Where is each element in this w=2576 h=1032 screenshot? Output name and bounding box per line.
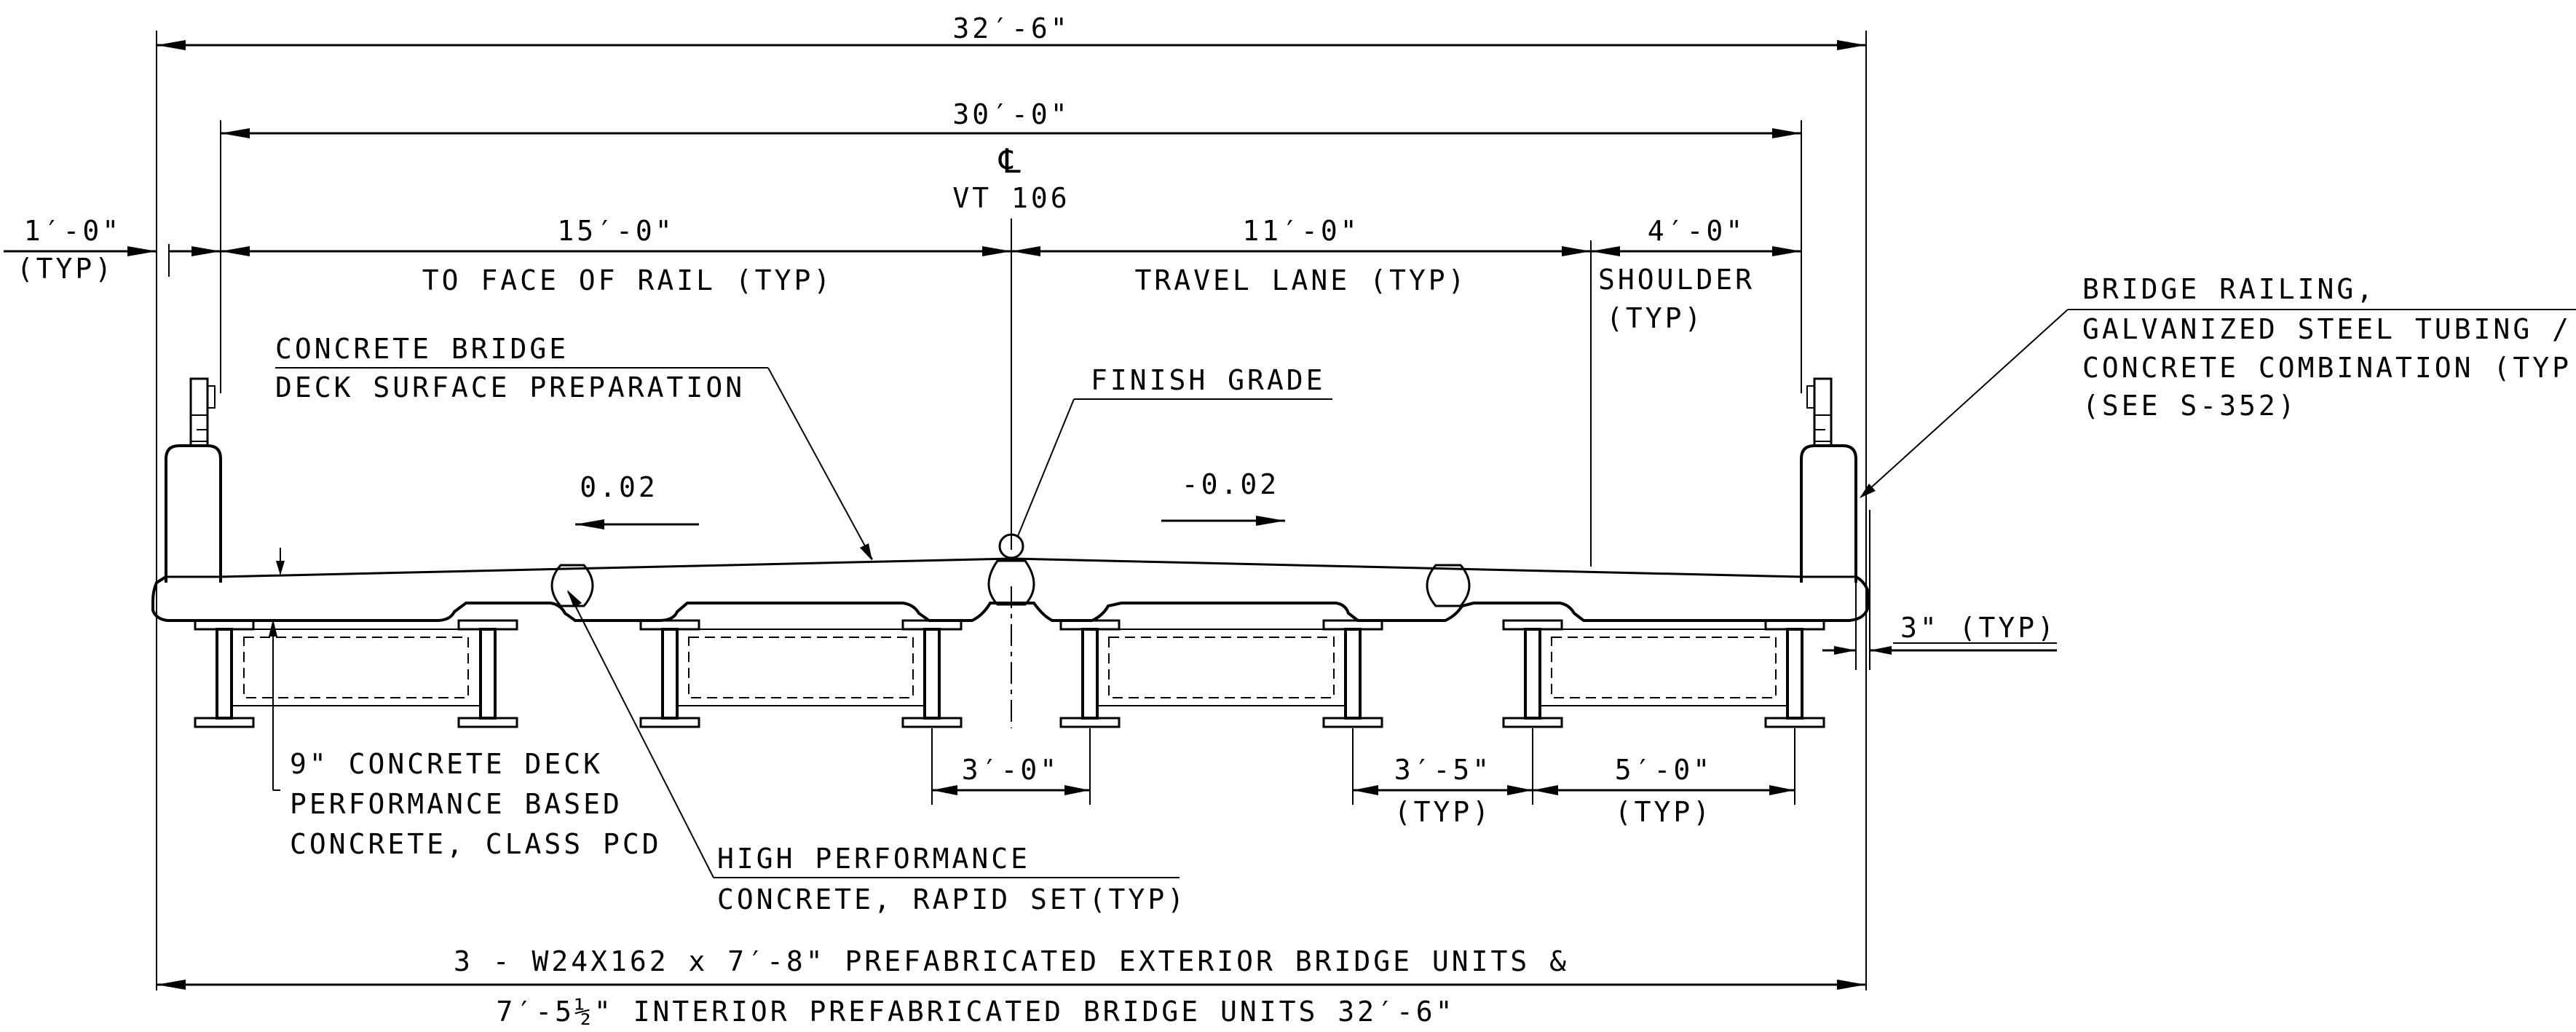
girder-8 [1764, 619, 1825, 728]
center-gap-dimension: 3′-0" [931, 728, 1091, 805]
rail-offset-label: 1′-0" [24, 215, 122, 247]
girder-7 [1502, 619, 1563, 728]
diaphragms [231, 629, 1788, 706]
shoulder-note: SHOULDER [1598, 264, 1755, 296]
overhang-dimension: 3" (TYP) [1822, 510, 2057, 670]
closure-pour-callout: HIGH PERFORMANCE CONCRETE, RAPID SET(TYP… [567, 590, 1187, 915]
deck-callout-line-3: CONCRETE, CLASS PCD [290, 828, 662, 860]
shoulder-dimension: 4′-0" SHOULDER (TYP) [1590, 215, 1801, 567]
girder-6 [1322, 619, 1383, 728]
half-width-dimension: 15′-0" TO FACE OF RAIL (TYP) [221, 215, 1011, 296]
closure-callout-line-1: HIGH PERFORMANCE [717, 843, 1030, 875]
deck-prep-line-2: DECK SURFACE PREPARATION [275, 371, 745, 403]
travel-lane-label: 11′-0" [1242, 215, 1359, 247]
closure-pour-right [1426, 564, 1471, 607]
girder-spacing-b-dimension: 5′-0" (TYP) [1533, 728, 1795, 828]
closure-callout-line-2: CONCRETE, RAPID SET(TYP) [717, 883, 1187, 915]
travel-lane-note: TRAVEL LANE (TYP) [1135, 264, 1468, 296]
closure-pour-joints [550, 559, 1471, 607]
railing-line-1: BRIDGE RAILING, [2082, 273, 2376, 305]
girder-4 [901, 619, 963, 728]
closure-pour-center [987, 559, 1035, 606]
curb-width-label: 30′-0" [952, 98, 1070, 130]
railing-line-3: CONCRETE COMBINATION (TYP) [2082, 352, 2576, 384]
girder-spacing-a-dimension: 3′-5" (TYP) [1352, 728, 1533, 828]
left-bridge-railing [165, 377, 222, 583]
rail-offset-dimension: 1′-0" (TYP) [4, 215, 221, 285]
slope-right-label: -0.02 [1182, 468, 1279, 500]
right-bridge-railing [1800, 377, 1857, 583]
title-line-1: 3 - W24X162 x 7′-8" PREFABRICATED EXTERI… [454, 945, 1569, 977]
centerline: ℄ VT 106 [952, 141, 1070, 728]
concrete-deck-callout: 9" CONCRETE DECK PERFORMANCE BASED CONCR… [269, 619, 662, 860]
travel-lane-dimension: 11′-0" TRAVEL LANE (TYP) [1011, 215, 1591, 296]
slope-right: -0.02 [1161, 468, 1285, 526]
shoulder-label: 4′-0" [1648, 215, 1745, 247]
bridge-railing-callout: BRIDGE RAILING, GALVANIZED STEEL TUBING … [1860, 273, 2576, 498]
closure-pour-left [550, 564, 594, 607]
girder-spacing-a-label: 3′-5" [1394, 754, 1492, 786]
railing-line-2: GALVANIZED STEEL TUBING / [2082, 313, 2572, 345]
deck-callout-line-1: 9" CONCRETE DECK [290, 748, 603, 780]
finish-grade-label: FINISH GRADE [1091, 364, 1326, 396]
slope-left: 0.02 [575, 471, 699, 529]
finish-grade-callout: FINISH GRADE [1017, 364, 1332, 537]
steel-girders [194, 619, 1825, 728]
overall-width-label: 32′-6" [952, 12, 1070, 44]
title-line-2: 7′-5½" INTERIOR PREFABRICATED BRIDGE UNI… [496, 996, 1455, 1028]
deck-callout-line-2: PERFORMANCE BASED [290, 788, 623, 820]
concrete-deck [151, 557, 1869, 622]
finish-grade-marker [998, 533, 1024, 559]
overall-width-dimension: 32′-6" [156, 12, 1867, 990]
slope-left-label: 0.02 [580, 471, 658, 503]
girder-spacing-b-label: 5′-0" [1615, 754, 1712, 786]
deck-prep-line-1: CONCRETE BRIDGE [275, 333, 569, 365]
girder-spacing-b-note: (TYP) [1615, 796, 1712, 828]
girder-3 [639, 619, 700, 728]
overhang-label: 3" (TYP) [1900, 612, 2057, 644]
girder-spacing-a-note: (TYP) [1394, 796, 1492, 828]
centerline-route-label: VT 106 [952, 182, 1070, 214]
shoulder-note-typ: (TYP) [1606, 302, 1704, 334]
half-width-note: TO FACE OF RAIL (TYP) [422, 264, 833, 296]
rail-offset-note: (TYP) [17, 253, 114, 285]
deck-thickness-arrow [276, 548, 285, 575]
curb-width-dimension: 30′-0" [220, 98, 1802, 393]
centerline-symbol: ℄ [998, 141, 1024, 181]
half-width-label: 15′-0" [557, 215, 674, 247]
section-title: 3 - W24X162 x 7′-8" PREFABRICATED EXTERI… [157, 945, 1866, 1028]
girder-5 [1059, 619, 1121, 728]
deck-surface-prep-callout: CONCRETE BRIDGE DECK SURFACE PREPARATION [275, 333, 873, 561]
railing-line-4: (SEE S-352) [2082, 390, 2298, 422]
center-gap-label: 3′-0" [962, 754, 1059, 786]
